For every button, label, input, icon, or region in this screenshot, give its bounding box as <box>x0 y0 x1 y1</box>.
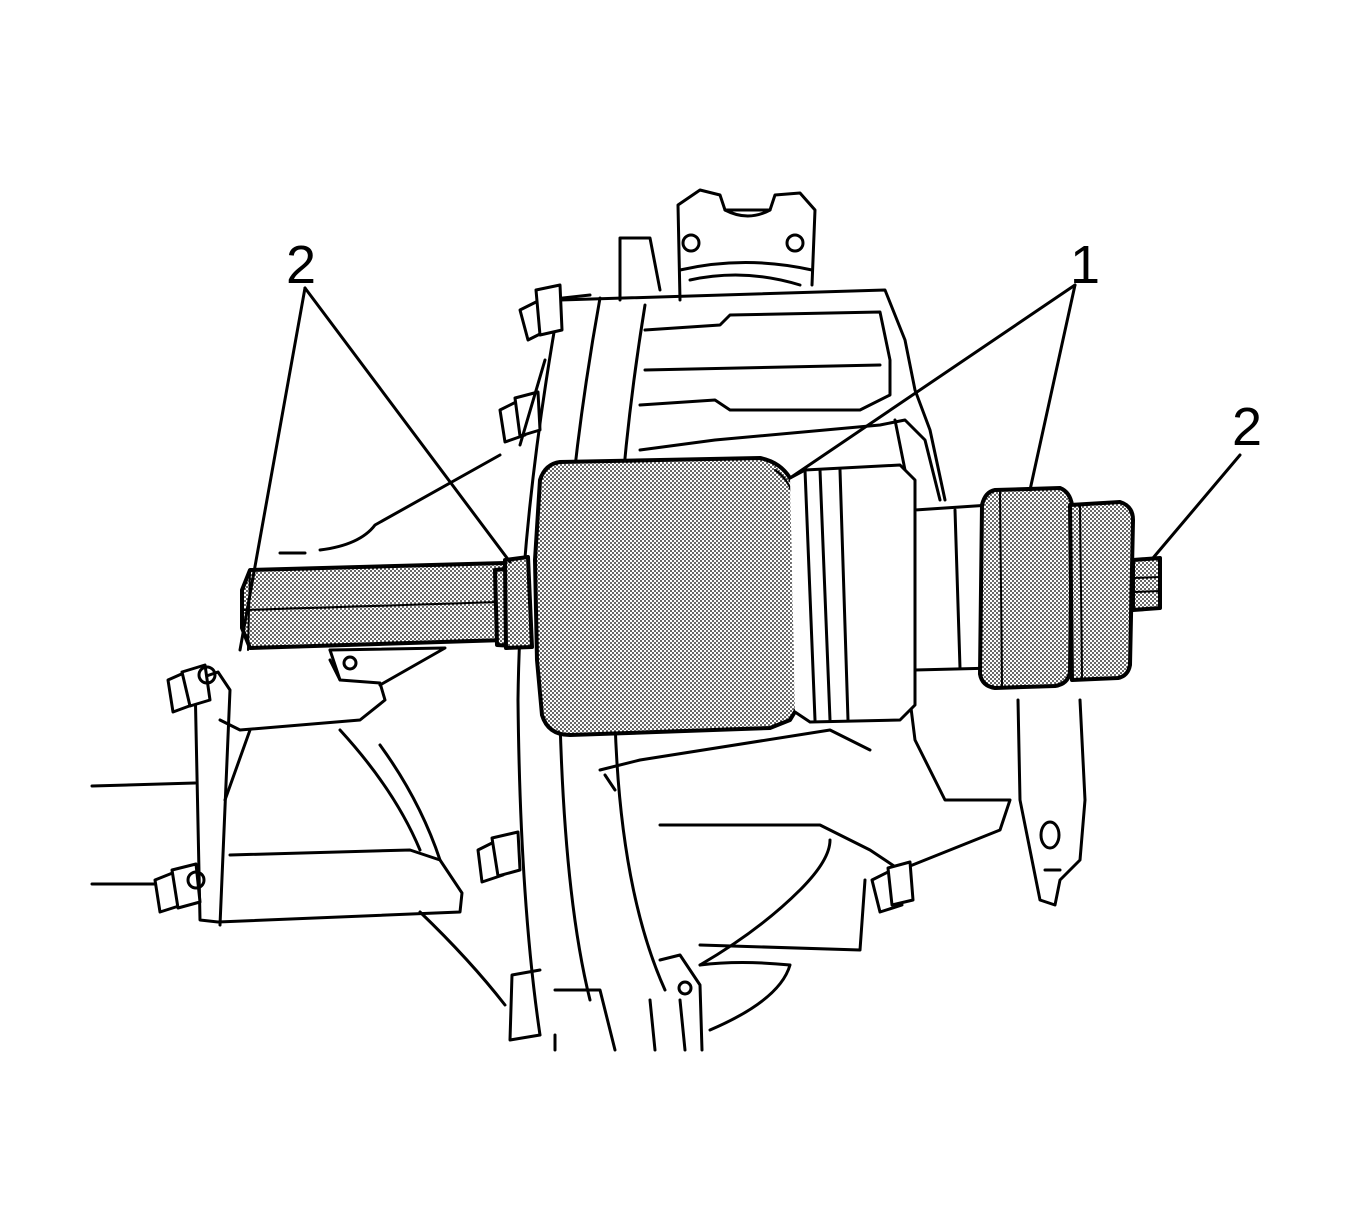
installer-nut <box>1068 500 1135 682</box>
flange-bolt <box>518 283 564 342</box>
bracket-bolt <box>153 862 206 914</box>
bracket-bolt <box>166 663 217 714</box>
housing-bolt <box>870 860 915 914</box>
callout-2-right: 2 <box>1232 397 1262 457</box>
leader-2-left-b <box>303 286 512 564</box>
special-tool-assembly <box>240 456 1162 737</box>
leader-2-left-a <box>238 286 307 652</box>
leader-1-a <box>788 283 1077 480</box>
installer-body <box>533 456 808 737</box>
callout-1: 1 <box>1070 235 1100 295</box>
axle-housing <box>476 188 1087 1052</box>
bearing-ring <box>788 463 917 724</box>
leader-2-right <box>1151 453 1242 560</box>
callout-2-left: 2 <box>286 235 316 295</box>
forcing-screw-right <box>1131 556 1162 612</box>
leader-lines <box>238 283 1242 652</box>
installer-cup <box>978 486 1074 690</box>
leader-1-b <box>1028 283 1077 492</box>
mount-bracket <box>90 358 547 1007</box>
forcing-screw-left <box>240 555 534 651</box>
flange-bolt <box>476 830 522 884</box>
